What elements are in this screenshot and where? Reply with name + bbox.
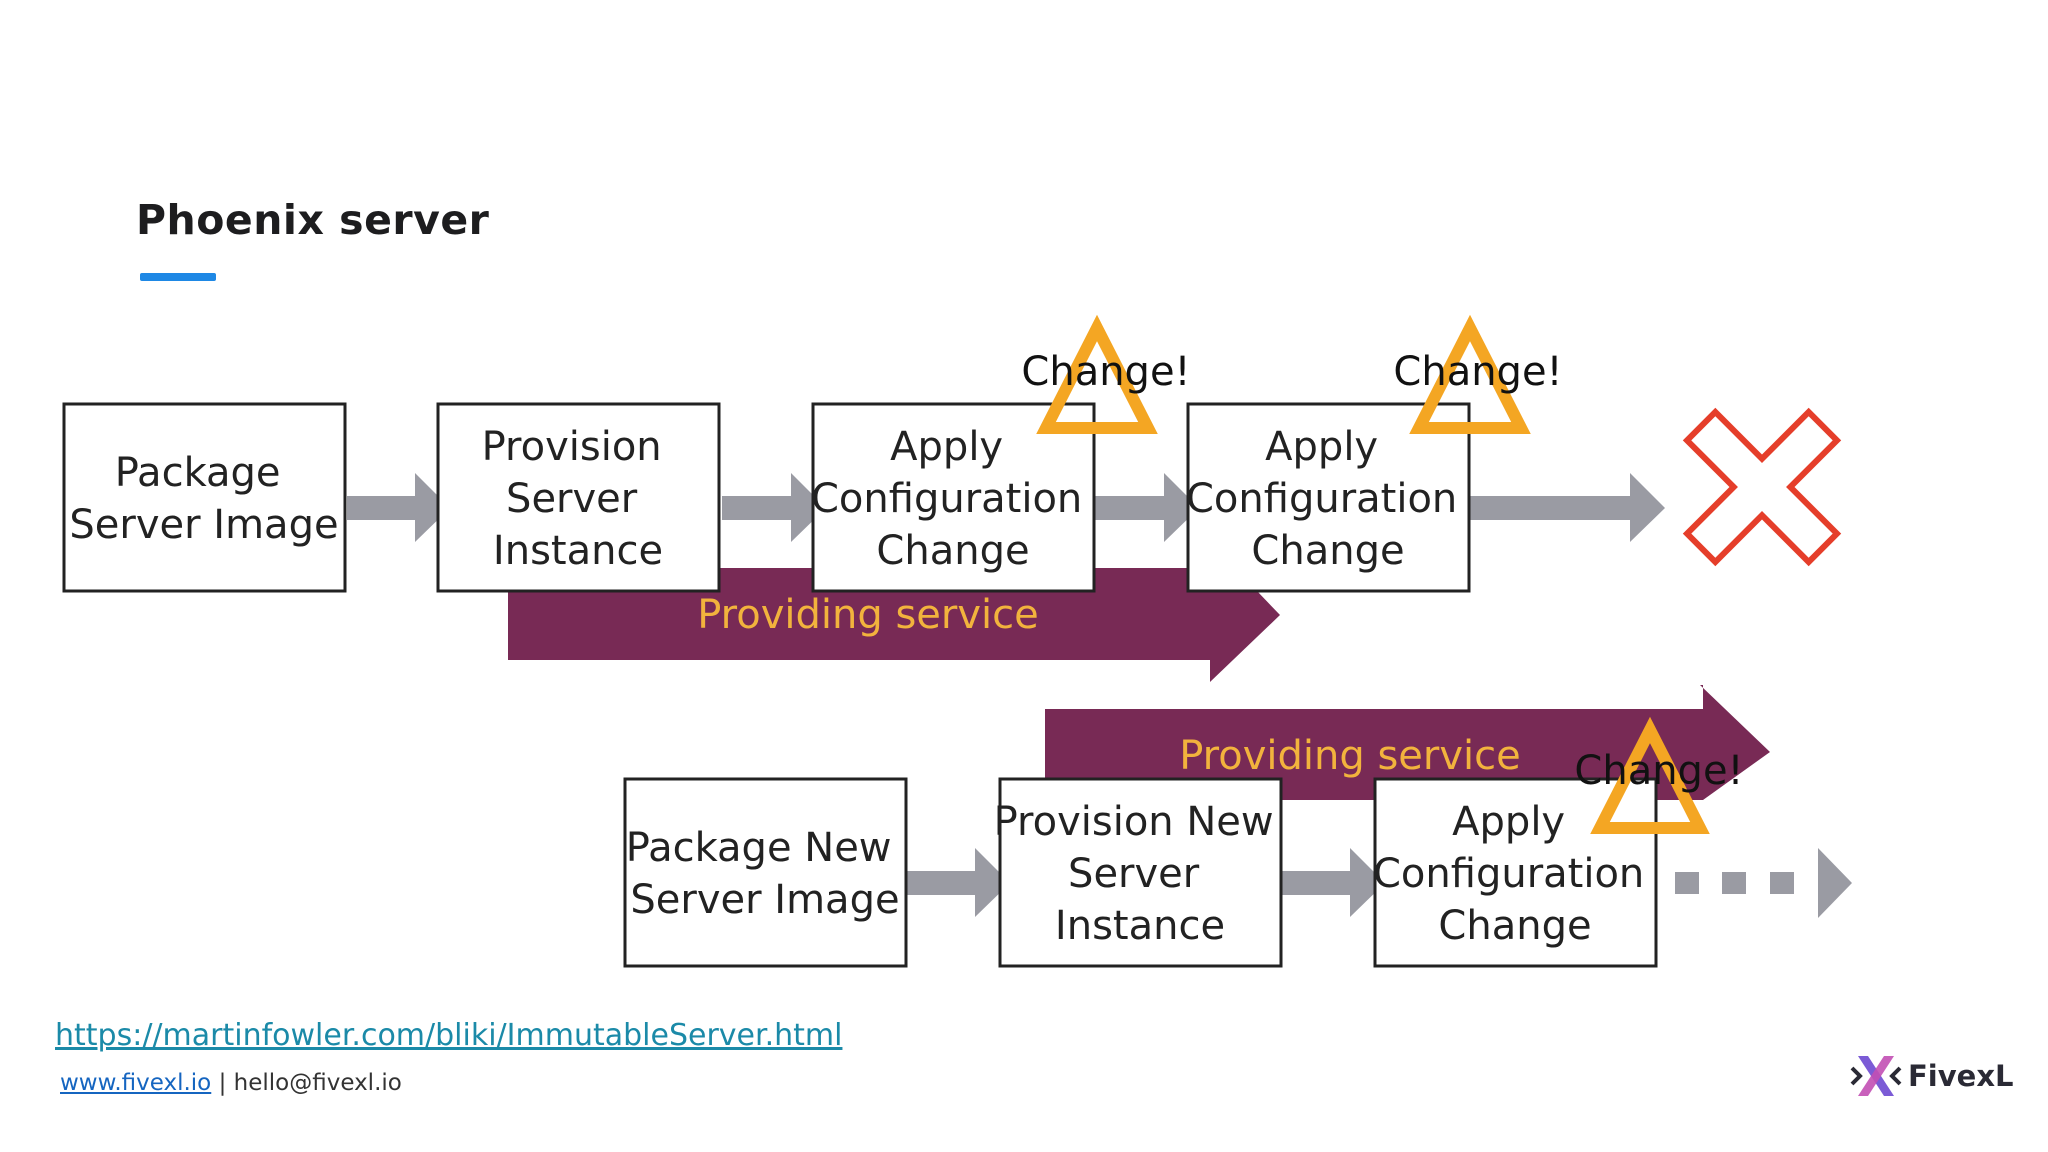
- service-band-2: Providing service: [1045, 685, 1770, 800]
- box-3-line-3: Change: [876, 528, 1029, 574]
- box-6-line-2: Server: [1068, 851, 1200, 897]
- slide-title: Phoenix server: [136, 196, 490, 244]
- change-label-1: Change!: [1021, 349, 1190, 395]
- box-provision-server-instance: Provision Server Instance: [436, 402, 721, 593]
- box-7-line-3: Change: [1438, 903, 1591, 949]
- box-6-line-3: Instance: [1055, 903, 1225, 949]
- svg-text:Apply Configuration: Apply Configuration Change: [1373, 799, 1657, 949]
- box-4-line-3: Change: [1251, 528, 1404, 574]
- box-7-line-1: Apply: [1452, 799, 1565, 845]
- box-3-line-1: Apply: [890, 424, 1003, 470]
- box-4-line-1: Apply: [1265, 424, 1378, 470]
- box-2-line-2: Server: [506, 476, 638, 522]
- svg-text:Apply Configuration: Apply Configuration Change: [811, 424, 1095, 574]
- box-5-line-2: Server Image: [630, 877, 899, 923]
- warning-triangle-icon-3: Change!: [1574, 716, 1744, 834]
- box-package-server-image: Package Server Image: [62, 402, 347, 593]
- fivexl-logo-text: FivexL: [1908, 1059, 2014, 1093]
- svg-text:Package New Server Image: Package New Server Image: [626, 825, 904, 923]
- arrow-2: [722, 473, 826, 542]
- svg-text:Package Server Image: Package Server Image: [69, 450, 338, 548]
- dash-3: [1770, 872, 1794, 894]
- change-label-2: Change!: [1393, 349, 1562, 395]
- destroyed-x-icon: [1682, 407, 1842, 567]
- title-underline: [140, 273, 216, 281]
- warning-triangle-icon-1: Change!: [1021, 314, 1191, 434]
- box-apply-configuration-change-2: Apply Configuration Change: [1186, 402, 1471, 593]
- arrow-4: [1470, 473, 1665, 542]
- box-5-line-1: Package New: [626, 825, 892, 871]
- box-2-line-1: Provision: [482, 424, 662, 470]
- box-apply-configuration-change-1: Apply Configuration Change: [811, 402, 1096, 593]
- arrow-1: [347, 473, 450, 542]
- fivexl-logo: FivexL: [1850, 1050, 2014, 1102]
- arrow-3: [1095, 473, 1199, 542]
- dash-2: [1722, 872, 1746, 894]
- box-1-line-1: Package: [115, 450, 281, 496]
- arrow-5: [907, 848, 1010, 917]
- svg-text:Provision New Server: Provision New Server Instance: [994, 799, 1287, 949]
- dash-1: [1675, 872, 1699, 894]
- box-provision-new-server-instance: Provision New Server Instance: [994, 777, 1287, 968]
- service-label-1: Providing service: [697, 592, 1038, 638]
- contact-email: hello@fivexl.io: [233, 1070, 402, 1096]
- arrows-row-1: [347, 473, 1665, 542]
- svg-text:Apply Configuration: Apply Configuration Change: [1186, 424, 1470, 574]
- website-link[interactable]: www.fivexl.io: [60, 1070, 212, 1096]
- box-7-line-2: Configuration: [1373, 851, 1644, 897]
- arrows-row-2: [907, 848, 1852, 918]
- fivexl-logo-icon: [1850, 1056, 1902, 1096]
- change-label-3: Change!: [1574, 748, 1743, 794]
- dash-arrow-head: [1818, 848, 1852, 918]
- box-6-line-1: Provision New: [994, 799, 1274, 845]
- warning-triangle-icon-2: Change!: [1393, 314, 1563, 434]
- arrow-6: [1282, 848, 1385, 917]
- svg-text:Provision Server I: Provision Server Instance: [482, 424, 675, 574]
- service-label-2: Providing service: [1179, 733, 1520, 779]
- footer-contact: www.fivexl.io | hello@fivexl.io: [60, 1070, 402, 1096]
- footer-separator: |: [211, 1070, 234, 1096]
- box-1-line-2: Server Image: [69, 502, 338, 548]
- box-2-line-3: Instance: [493, 528, 663, 574]
- box-3-line-2: Configuration: [811, 476, 1082, 522]
- box-4-line-2: Configuration: [1186, 476, 1457, 522]
- box-package-new-server-image: Package New Server Image: [623, 777, 908, 968]
- reference-link[interactable]: https://martinfowler.com/bliki/Immutable…: [55, 1018, 843, 1053]
